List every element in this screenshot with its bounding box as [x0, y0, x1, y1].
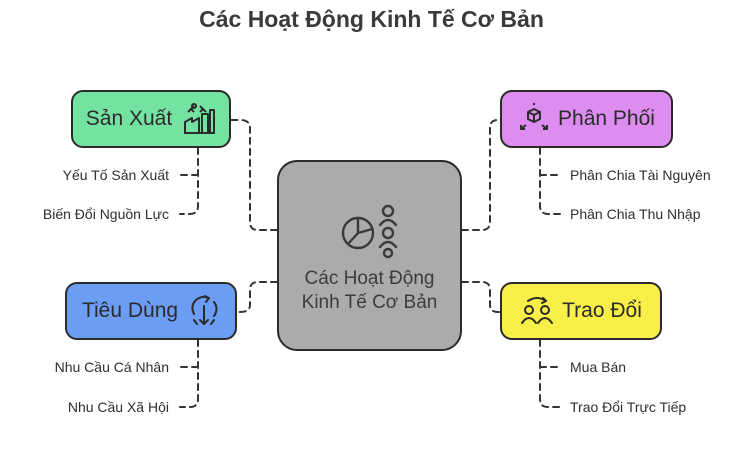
- node-trao-doi-label: Trao Đổi: [562, 299, 642, 322]
- exchange-people-icon: [520, 295, 554, 327]
- link-trao-doi-children: [539, 339, 561, 408]
- link-san-xuat-children: [179, 147, 199, 215]
- node-phan-phoi: Phân Phối: [500, 90, 673, 148]
- san-xuat-child-2: Biến Đổi Nguồn Lực: [42, 206, 169, 222]
- tieu-dung-child-2: Nhu Cầu Xã Hội: [67, 399, 169, 415]
- distribution-boxes-icon: [518, 103, 550, 135]
- link-center-san-xuat: [230, 119, 278, 231]
- san-xuat-child-1: Yếu Tố Sản Xuất: [62, 167, 169, 183]
- trao-doi-child-1: Mua Bán: [570, 359, 627, 375]
- link-phan-phoi-children: [539, 147, 561, 215]
- link-center-phan-phoi: [461, 119, 501, 231]
- diagram-title: Các Hoạt Động Kinh Tế Cơ Bản: [199, 6, 544, 32]
- node-tieu-dung: Tiêu Dùng: [65, 282, 237, 340]
- pie-chart-people-icon: [338, 201, 402, 261]
- node-phan-phoi-label: Phân Phối: [558, 107, 655, 130]
- node-trao-doi: Trao Đổi: [500, 282, 662, 340]
- factory-icon: [182, 102, 216, 136]
- center-label: Các Hoạt Động Kinh Tế Cơ Bản: [301, 267, 438, 313]
- consumption-cycle-icon: [188, 294, 220, 328]
- center-node: Các Hoạt Động Kinh Tế Cơ Bản: [277, 160, 462, 351]
- node-san-xuat: Sản Xuất: [71, 90, 231, 148]
- phan-phoi-child-1: Phân Chia Tài Nguyên: [570, 167, 711, 183]
- trao-doi-child-2: Trao Đổi Trực Tiếp: [570, 399, 687, 415]
- phan-phoi-child-2: Phân Chia Thu Nhập: [570, 206, 701, 222]
- link-tieu-dung-children: [179, 339, 199, 408]
- node-tieu-dung-label: Tiêu Dùng: [81, 299, 179, 322]
- node-san-xuat-label: Sản Xuất: [85, 107, 173, 130]
- link-center-tieu-dung: [236, 281, 278, 313]
- tieu-dung-child-1: Nhu Cầu Cá Nhân: [54, 359, 169, 375]
- link-center-trao-doi: [461, 281, 501, 313]
